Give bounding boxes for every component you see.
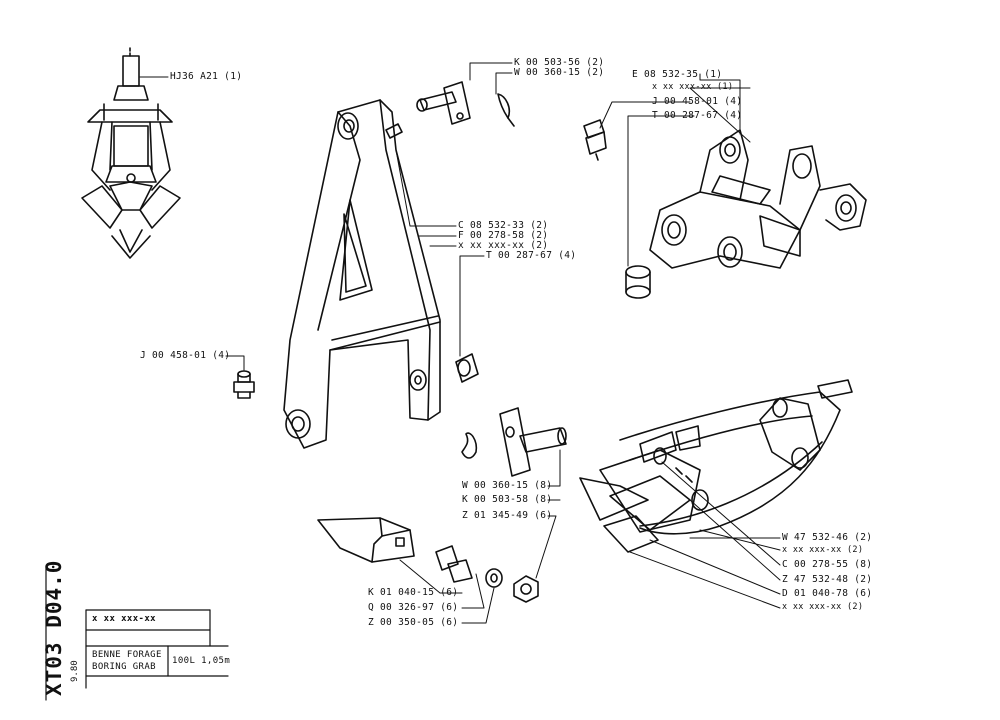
label-j-nipple-block: J 00 458-01 (4) — [652, 96, 743, 107]
bushing-block — [625, 265, 651, 299]
label-c-bolt: C 08 532-33 (2) — [458, 220, 549, 231]
complete-grab-figure — [81, 47, 181, 259]
top-pin-figure — [416, 81, 515, 127]
label-x-shell: x xx xxx-xx (2) — [782, 545, 864, 555]
title-block-frame — [45, 567, 229, 701]
upper-block-figure — [649, 129, 867, 269]
drawing-date: 9.80 — [70, 660, 80, 682]
label-k-pin-top: K 00 503-56 (2) — [514, 57, 605, 68]
bushing-frame — [455, 353, 479, 383]
grease-nipple-block — [583, 119, 607, 161]
label-t-bush-block: T 00 287-67 (4) — [652, 110, 743, 121]
label-z-washer: Z 00 350-05 (6) — [368, 617, 459, 628]
shell-figure — [579, 379, 853, 553]
title-size: 100L 1,05m — [172, 656, 231, 666]
label-w-clip-top: W 00 360-15 (2) — [514, 67, 605, 78]
middle-pin-figure — [461, 407, 567, 477]
label-k-tooth: K 01 040-15 (6) — [368, 587, 459, 598]
label-w-clip-mid: W 00 360-15 (8) — [462, 480, 553, 491]
label-w-shell: W 47 532-46 (2) — [782, 532, 873, 543]
label-e-block: E 08 532-35 (1) — [632, 69, 723, 80]
label-k-pin-mid: K 00 503-58 (8) — [462, 494, 553, 505]
label-j-nipple-left: J 00 458-01 (4) — [140, 350, 231, 361]
label-f-nut: F 00 278-58 (2) — [458, 230, 549, 241]
label-top-grab: HJ36 A21 (1) — [170, 71, 243, 82]
label-x-frame: x xx xxx-xx (2) — [458, 240, 549, 251]
washer-figure — [485, 568, 503, 588]
label-q-bolt: Q 00 326-97 (6) — [368, 602, 459, 613]
tooth-figure — [317, 517, 415, 563]
label-t-bush-frame: T 00 287-67 (4) — [486, 250, 577, 261]
grease-nipple-left — [233, 370, 255, 399]
a-frame-figure — [283, 99, 441, 449]
label-z-shell: Z 47 532-48 (2) — [782, 574, 873, 585]
leader-lines — [139, 62, 781, 624]
label-x-shell-bottom: x xx xxx-xx (2) — [782, 602, 864, 612]
title-name-fr: BENNE FORAGE — [92, 650, 162, 660]
label-c-shell: C 00 278-55 (8) — [782, 559, 873, 570]
title-code: x xx xxx-xx — [92, 614, 157, 624]
title-name-en: BORING GRAB — [92, 662, 157, 672]
label-d-shell: D 01 040-78 (6) — [782, 588, 873, 599]
nut-figure — [513, 575, 539, 603]
bolt-figure — [435, 545, 473, 583]
drawing-number: XT03 D04.0 — [42, 559, 66, 696]
label-x-block: x xx xxx-xx (1) — [652, 82, 734, 92]
label-z-01: Z 01 345-49 (6) — [462, 510, 553, 521]
